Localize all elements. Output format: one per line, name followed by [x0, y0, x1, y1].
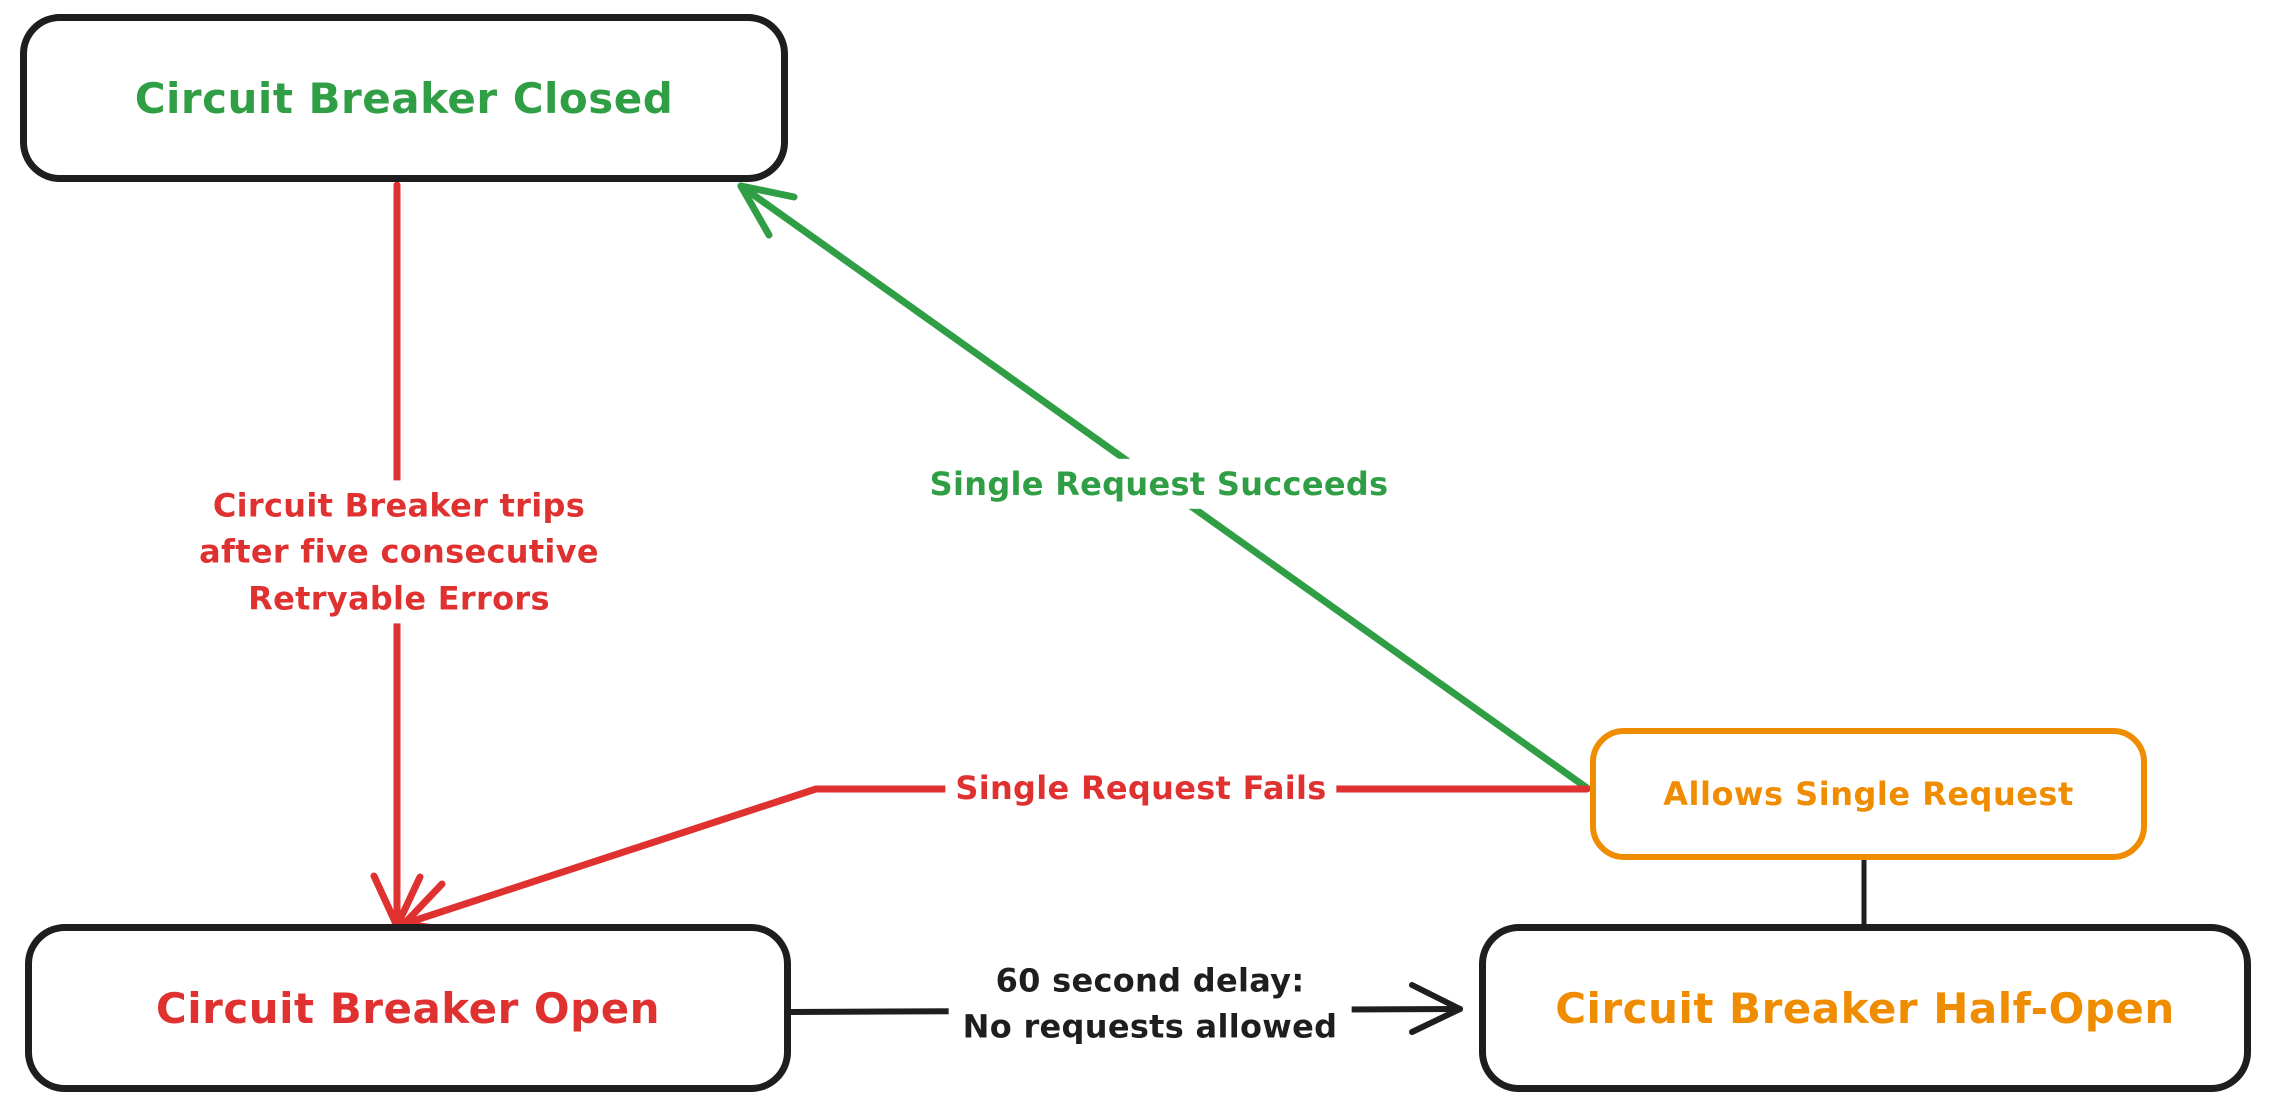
- state-node-allows-single-request: Allows Single Request: [1590, 728, 2147, 860]
- edge-label-trips-line3: Retryable Errors: [248, 579, 550, 618]
- edge-delay-arrowhead: [1409, 982, 1463, 1012]
- edge-label-succeeds-line1: Single Request Succeeds: [929, 464, 1389, 503]
- edge-fails-arrowhead: [400, 880, 446, 928]
- state-label-open: Circuit Breaker Open: [155, 983, 661, 1033]
- edge-label-trips: Circuit Breaker trips after five consecu…: [185, 480, 613, 624]
- edge-label-succeeds: Single Request Succeeds: [915, 458, 1403, 510]
- edge-trips-arrowhead: [370, 872, 401, 930]
- edge-label-trips-line1: Circuit Breaker trips: [212, 486, 586, 525]
- state-label-closed: Circuit Breaker Closed: [134, 73, 674, 123]
- edge-label-fails: Single Request Fails: [945, 762, 1337, 814]
- state-label-allows-single-request: Allows Single Request: [1663, 775, 2074, 813]
- edge-trips-arrowhead: [393, 873, 424, 930]
- edge-succeeds-arrowhead: [737, 182, 773, 239]
- edge-succeeds-arrowhead: [737, 182, 798, 201]
- edge-label-delay-line1: 60 second delay:: [995, 961, 1305, 1000]
- state-node-closed: Circuit Breaker Closed: [20, 14, 788, 182]
- edge-label-fails-line1: Single Request Fails: [955, 768, 1327, 807]
- state-label-half-open: Circuit Breaker Half-Open: [1555, 983, 2175, 1033]
- edge-label-trips-line2: after five consecutive: [199, 532, 599, 571]
- state-node-open: Circuit Breaker Open: [25, 924, 791, 1092]
- edge-label-delay: 60 second delay: No requests allowed: [948, 955, 1352, 1053]
- state-node-half-open: Circuit Breaker Half-Open: [1479, 924, 2251, 1092]
- edge-label-delay-line2: No requests allowed: [962, 1008, 1338, 1046]
- edge-delay-arrowhead: [1409, 1006, 1463, 1035]
